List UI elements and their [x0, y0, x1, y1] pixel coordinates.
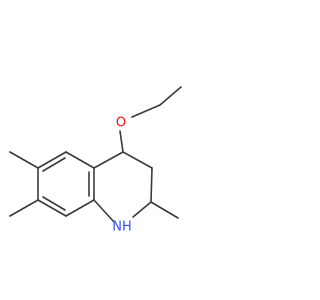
bond-double-c5-c6	[42, 157, 66, 172]
bond-c8-c8a	[65, 199, 95, 217]
bond-c2-methyl	[150, 201, 179, 219]
nitrogen-atom-label: NH	[112, 220, 132, 235]
bond-double-c7-c8	[42, 196, 66, 211]
bond-c2-n1	[132, 201, 152, 218]
bond-c4a-c4	[93, 151, 124, 169]
bond-n1-c8a	[93, 199, 115, 223]
bond-o-c4	[119, 130, 124, 153]
molecule-structure-diagram: O NH	[9, 86, 182, 235]
bond-c5-c6	[37, 151, 67, 169]
bond-c3-c2	[150, 167, 153, 203]
bond-c4-c3	[122, 151, 153, 169]
bond-c7-methyl	[9, 199, 39, 217]
oxygen-atom-label: O	[116, 116, 126, 131]
bond-ethyl-ch3-ch2	[159, 86, 182, 106]
bond-c7-c8	[37, 199, 67, 217]
bond-ethyl-ch2-o	[131, 104, 161, 118]
bond-c4a-c5	[65, 151, 95, 169]
bond-c6-methyl	[9, 151, 39, 169]
